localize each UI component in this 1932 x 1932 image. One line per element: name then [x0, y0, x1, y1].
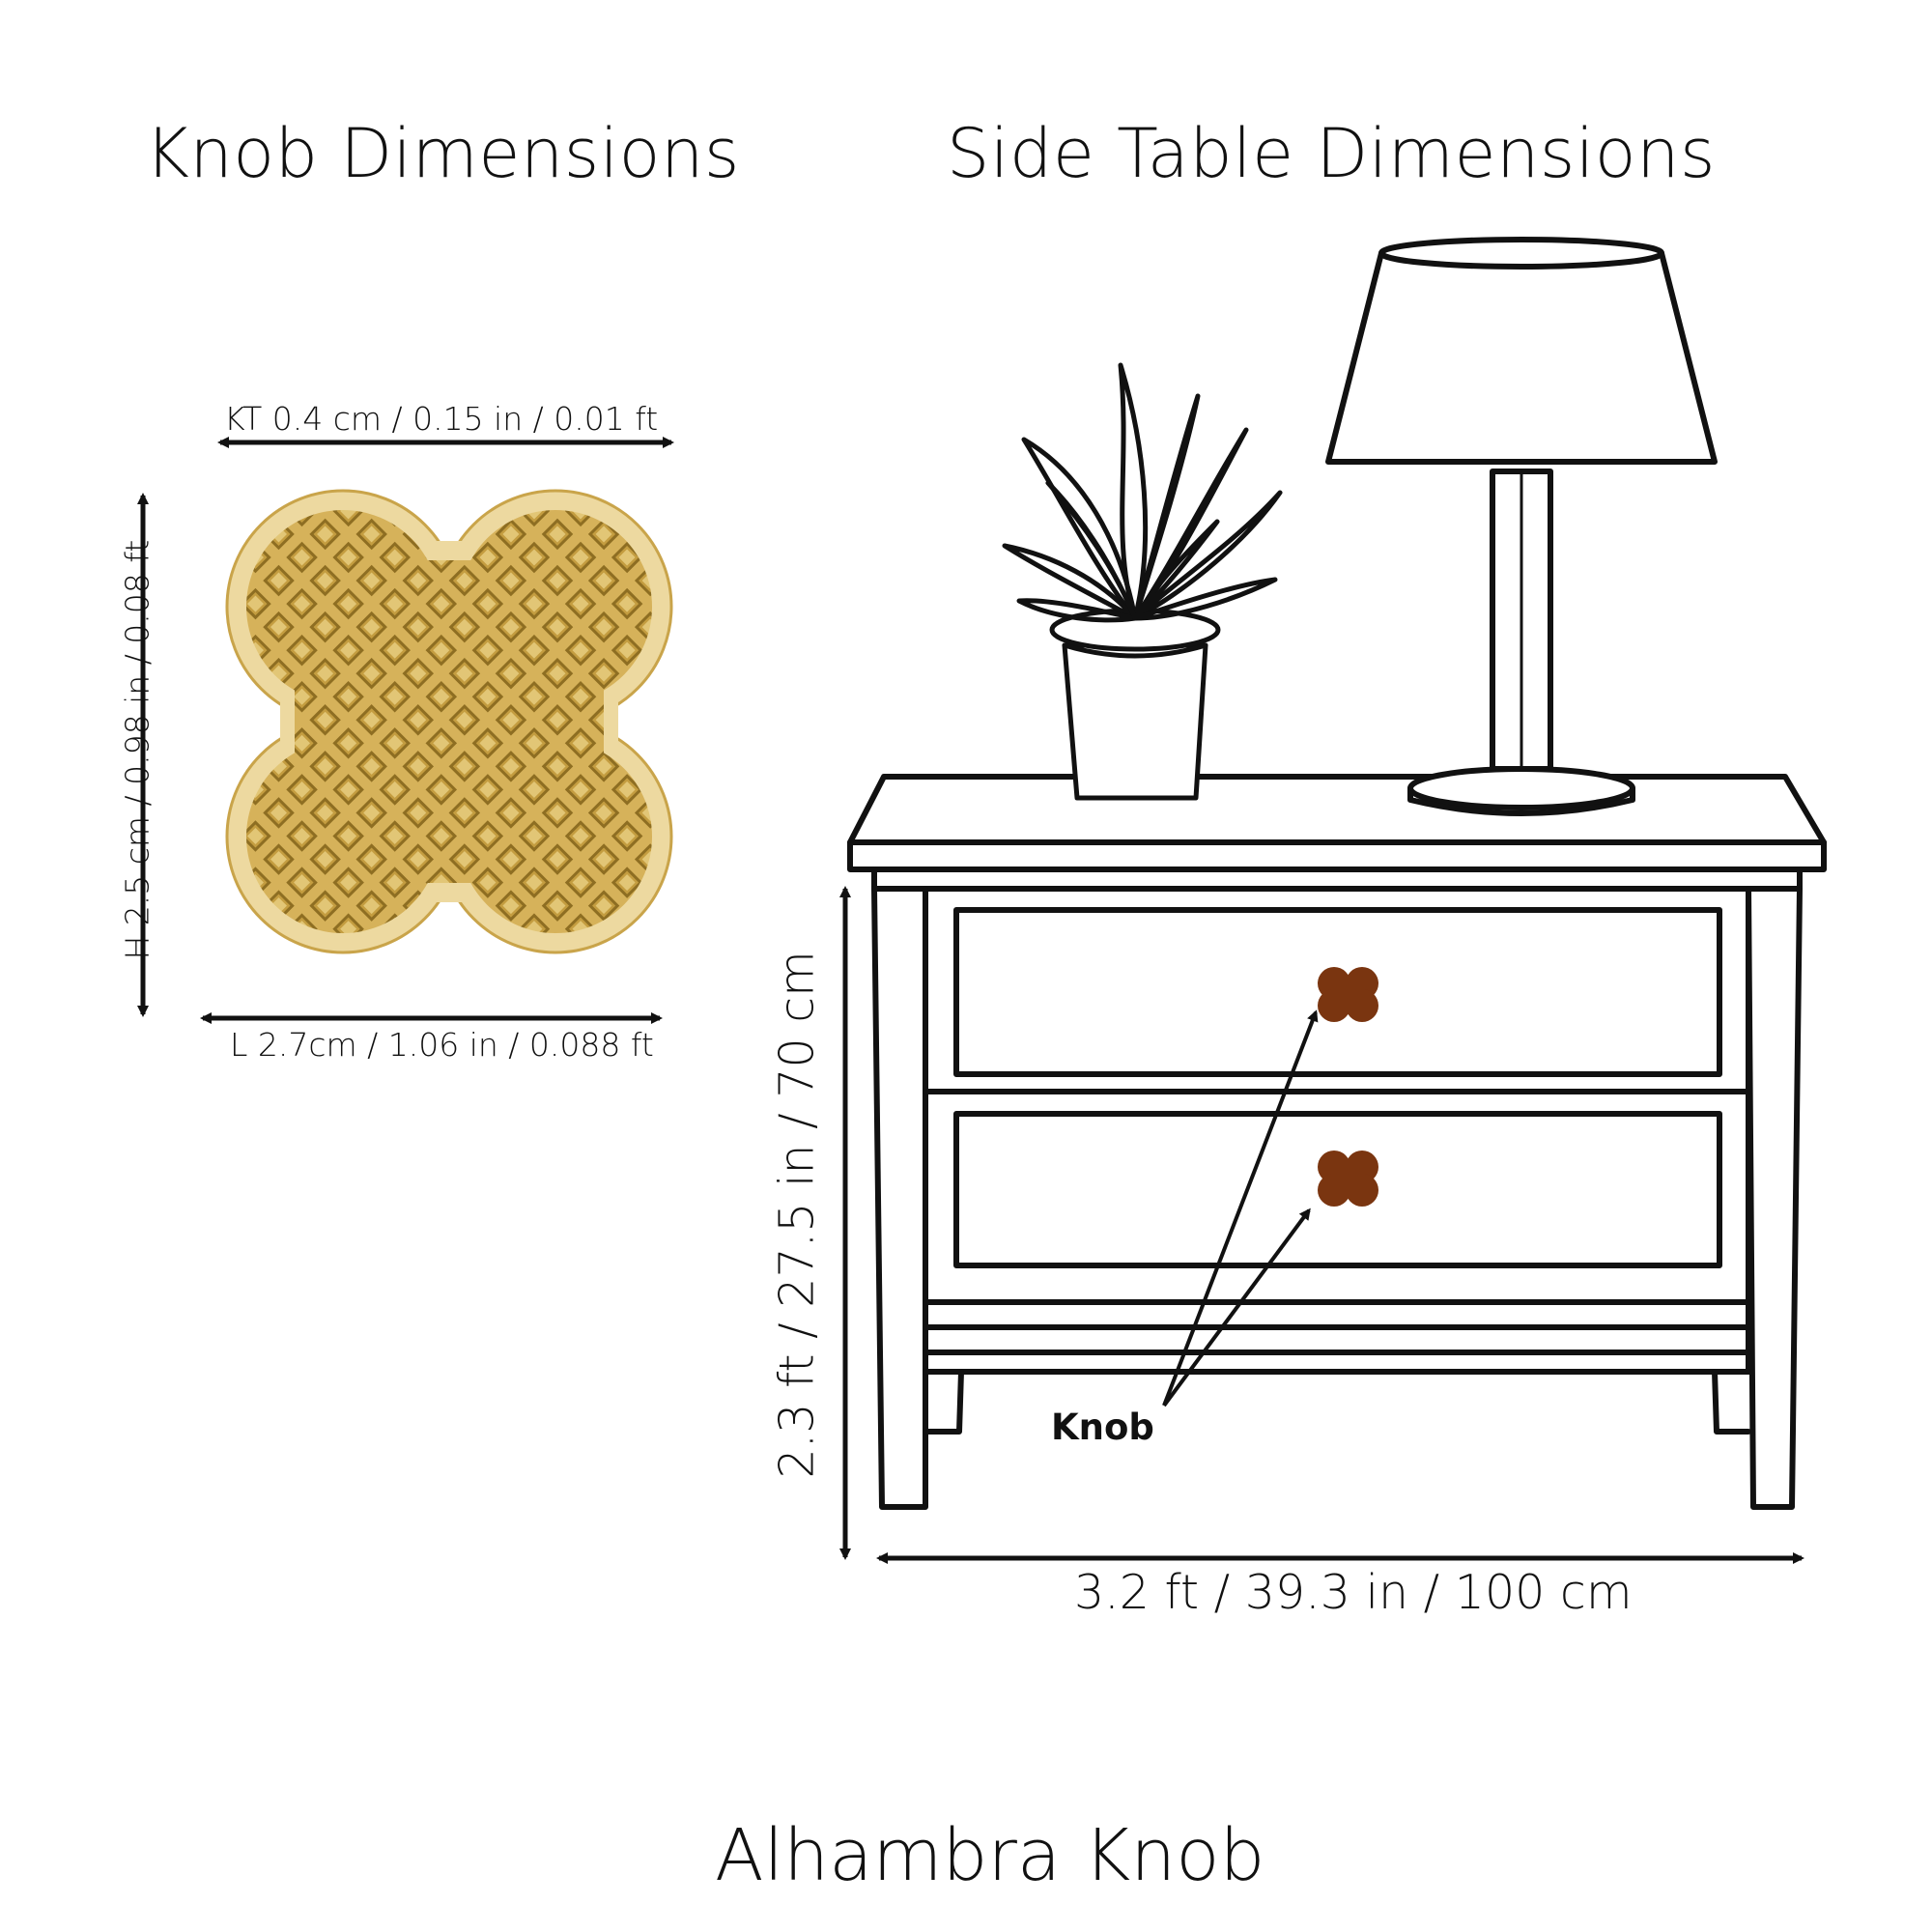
knob-dimensions-heading: Knob Dimensions — [145, 114, 740, 193]
alhambra-knob-image — [225, 489, 673, 954]
drawer-top — [953, 907, 1722, 1077]
knob-length-label: L 2.7cm / 1.06 in / 0.088 ft — [230, 1026, 654, 1064]
product-name: Alhambra Knob — [715, 1814, 1265, 1897]
side-table-illustration — [847, 774, 1827, 1510]
tabletop-edge — [847, 839, 1827, 872]
lamp-illustration — [1325, 237, 1718, 816]
drawer-knob-top — [1318, 967, 1378, 1022]
right-leg — [1746, 886, 1803, 1510]
table-width-label: 3.2 ft / 39.3 in / 100 cm — [1074, 1565, 1633, 1620]
tabletop — [847, 774, 1827, 845]
knob-thickness-label: KT 0.4 cm / 0.15 in / 0.01 ft — [224, 400, 659, 438]
drawer-bottom — [953, 1111, 1722, 1268]
knob-height-label: H 2.5 cm / 0.98 in / 0.08 ft — [118, 539, 156, 960]
callout-arrow-bottom — [1162, 1208, 1311, 1407]
side-table-dimensions-heading: Side Table Dimensions — [947, 114, 1716, 193]
plant-pot-illustration — [1002, 362, 1283, 801]
left-leg — [871, 886, 928, 1510]
table-height-label: 2.3 ft / 27.5 in / 70 cm — [769, 951, 825, 1479]
callout-arrow-top — [1162, 1009, 1319, 1406]
knob-callout-label: Knob — [1051, 1406, 1154, 1448]
drawer-knob-bottom — [1318, 1151, 1378, 1207]
